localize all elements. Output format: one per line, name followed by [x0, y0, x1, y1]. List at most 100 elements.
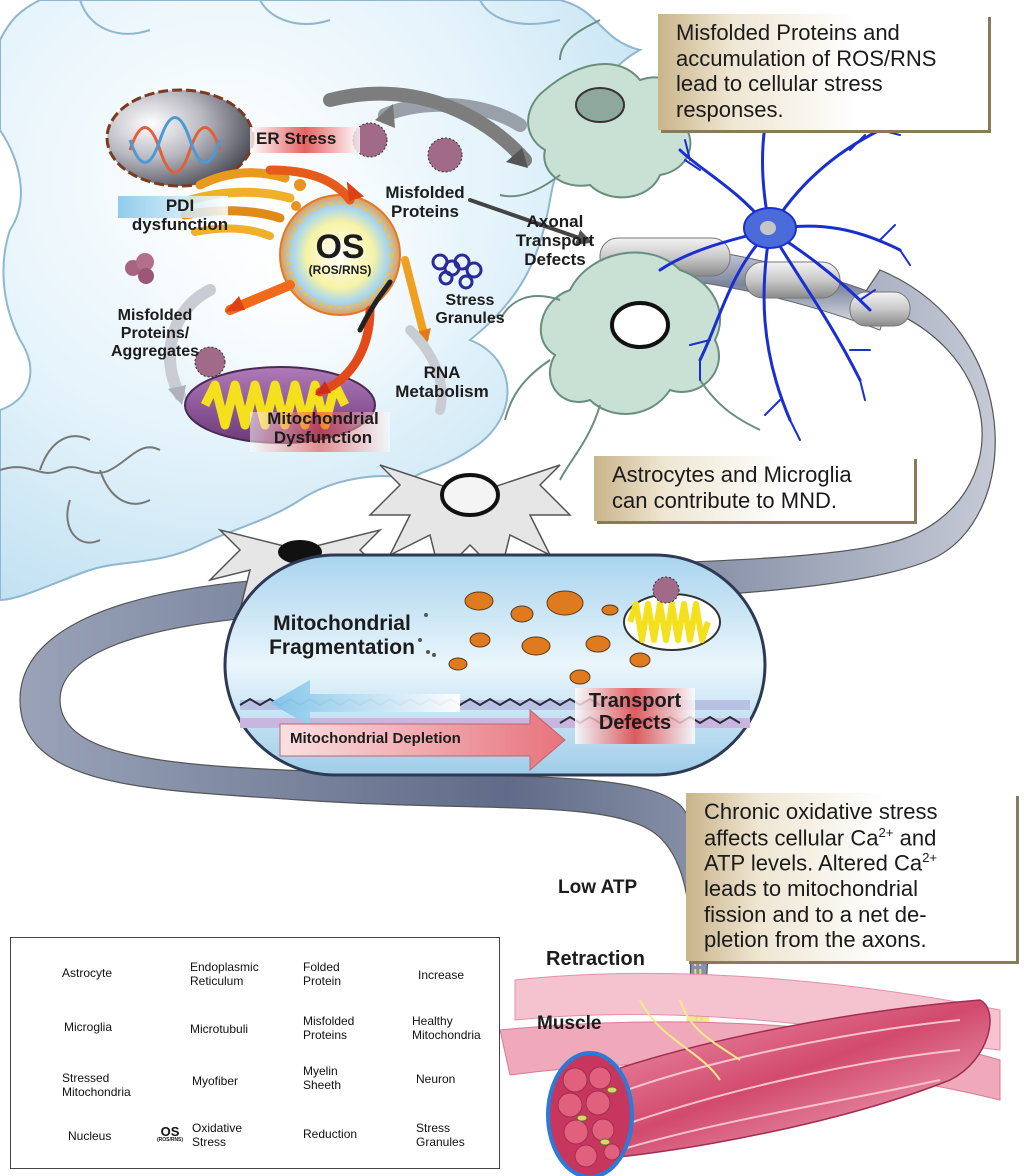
label-mitochondrial-depletion: Mitochondrial Depletion: [290, 730, 461, 747]
legend-er-line2: Reticulum: [190, 973, 244, 988]
label-stress-granules-line1: Stress: [445, 292, 495, 309]
legend-misfolded-line1: Misfolded: [303, 1014, 355, 1028]
er-stress-tag: [250, 127, 360, 153]
legend-os-icon-main: OS: [160, 1124, 180, 1139]
os-main-text: OS: [315, 228, 365, 266]
muscle-mitochondria: [576, 1086, 618, 1146]
dotted-trail: [418, 613, 436, 657]
left-astrocyte-processes: [0, 435, 161, 544]
transport-tag: [575, 688, 695, 744]
label-mitochondrial-fragmentation: Mitochondrial Fragmentation: [252, 612, 432, 659]
label-misfolded-agg-line3: Aggregates: [110, 342, 200, 360]
legend-oxidative-line2: Stress: [192, 1134, 227, 1149]
info-box3-line2-sup: 2+: [878, 824, 894, 840]
increase-arrow: [279, 708, 566, 772]
label-transport-defects: Transport Defects: [575, 690, 695, 735]
legend-healthy-line2: Mitochondria: [412, 1027, 481, 1042]
legend-label-myofiber: Myofiber: [192, 1074, 239, 1088]
astrocyte-lower: [499, 251, 761, 481]
nucleus: [105, 88, 255, 188]
legend-stressed-line2: Mitochondria: [62, 1084, 131, 1099]
info-box-astrocytes-microglia: Astrocytes and Microglia can contribute …: [594, 456, 914, 522]
mito-dys-tag: [250, 412, 390, 452]
legend-granules-line2: Granules: [416, 1134, 465, 1149]
label-axonal-line3: Defects: [524, 250, 586, 270]
legend-healthy-line1: Healthy: [412, 1014, 453, 1028]
label-misfolded-aggregates: Misfolded Proteins/ Aggregates: [90, 307, 220, 361]
info-box3-line4: leads to mitochondrial: [704, 876, 919, 902]
cycle-arrows: [164, 86, 593, 415]
muscle: [499, 972, 1001, 1176]
astrocyte-upper: [499, 19, 741, 199]
legend-label-reduction: Reduction: [303, 1127, 358, 1141]
legend-myelin-line2: Sheeth: [303, 1077, 342, 1092]
dendrites: [79, 0, 561, 35]
label-mitochondrial-dysfunction: Mitochondrial Dysfunction: [248, 409, 398, 447]
legend-label-microtubuli: Microtubuli: [190, 1022, 249, 1036]
legend-granules-line1: Stress: [416, 1121, 451, 1135]
legend-label-microglia: Microglia: [64, 1020, 113, 1034]
legend-oxidative-line1: Oxidative: [192, 1121, 243, 1135]
stress-granules-icon: [431, 253, 483, 290]
legend-label-astrocyte: Astrocyte: [62, 966, 113, 980]
label-rna-line1: RNA: [423, 363, 461, 382]
myofiber-bundles: [557, 1066, 621, 1168]
label-misfolded-agg-line2: Proteins/: [120, 324, 190, 342]
legend-misfolded-line2: Proteins: [303, 1027, 348, 1042]
label-er-stress: ER Stress: [256, 129, 337, 148]
stressed-mitochondria: [448, 590, 651, 685]
label-axonal-transport-defects: Axonal Transport Defects: [500, 212, 610, 269]
axon-capsule: [223, 553, 767, 777]
dna-helix-icon: [128, 116, 222, 174]
label-axonal-line1: Axonal: [526, 212, 584, 231]
reduction-arrow: [270, 680, 460, 726]
legend-label-nucleus: Nucleus: [68, 1129, 112, 1143]
label-misfolded-top-line1: Misfolded: [385, 183, 465, 202]
label-transport-line2: Defects: [598, 712, 672, 735]
os-arrows: [225, 165, 431, 397]
label-os: OS (ROS/RNS): [290, 230, 390, 277]
healthy-mitochondrion: [623, 576, 721, 651]
legend-folded-line2: Protein: [303, 973, 342, 988]
label-mito-dys-line1: Mitochondrial: [267, 409, 379, 428]
label-misfolded-top-line2: Proteins: [390, 202, 460, 222]
legend-myelin-line1: Myelin: [303, 1064, 338, 1078]
legend-os-icon-sub: (ROS/RNS): [156, 1137, 184, 1143]
info-box3-line1: Chronic oxidative stress: [704, 799, 938, 824]
info-box2-line1: Astrocytes and Microglia: [612, 462, 852, 487]
info-box3-line3-a: ATP levels. Altered Ca: [704, 850, 923, 876]
label-low-atp: Low ATP: [558, 877, 638, 898]
label-misfolded-agg-line1: Misfolded: [117, 307, 193, 324]
info-box3-line6: pletion from the axons.: [704, 927, 927, 953]
info-box-chronic-oxidative: Chronic oxidative stress affects cellula…: [686, 793, 1016, 961]
legend-er-line1: Endoplasmic: [190, 960, 259, 974]
label-mito-dys-line2: Dysfunction: [273, 428, 373, 448]
label-stress-granules: Stress Granules: [420, 292, 520, 328]
label-rna-line2: Metabolism: [395, 382, 489, 402]
os-sub-text: (ROS/RNS): [308, 263, 372, 277]
label-stress-granules-line2: Granules: [435, 309, 505, 327]
info-box2-line2: can contribute to MND.: [612, 487, 837, 513]
info-box3-line2-a: affects cellular Ca: [704, 824, 879, 850]
legend-os-icon-text: OS (ROS/RNS): [155, 1125, 185, 1143]
legend-stressed-line1: Stressed: [62, 1071, 110, 1085]
info-box3-line2-b: and: [893, 824, 937, 850]
legend-label-neuron: Neuron: [416, 1072, 456, 1086]
label-rna-metabolism: RNA Metabolism: [382, 363, 502, 401]
label-muscle: Muscle: [537, 1013, 602, 1034]
label-transport-line1: Transport: [588, 690, 682, 712]
info-box3-line5: fission and to a net de-: [704, 901, 927, 927]
info-box3-line3-sup: 2+: [922, 850, 938, 866]
label-mito-frag-line2: Fragmentation: [269, 635, 415, 659]
folded-protein: [125, 253, 154, 284]
label-axonal-line2: Transport: [515, 231, 595, 251]
label-pdi-dysfunction: PDI dysfunction: [130, 196, 230, 234]
label-misfolded-proteins-top: Misfolded Proteins: [370, 183, 480, 221]
